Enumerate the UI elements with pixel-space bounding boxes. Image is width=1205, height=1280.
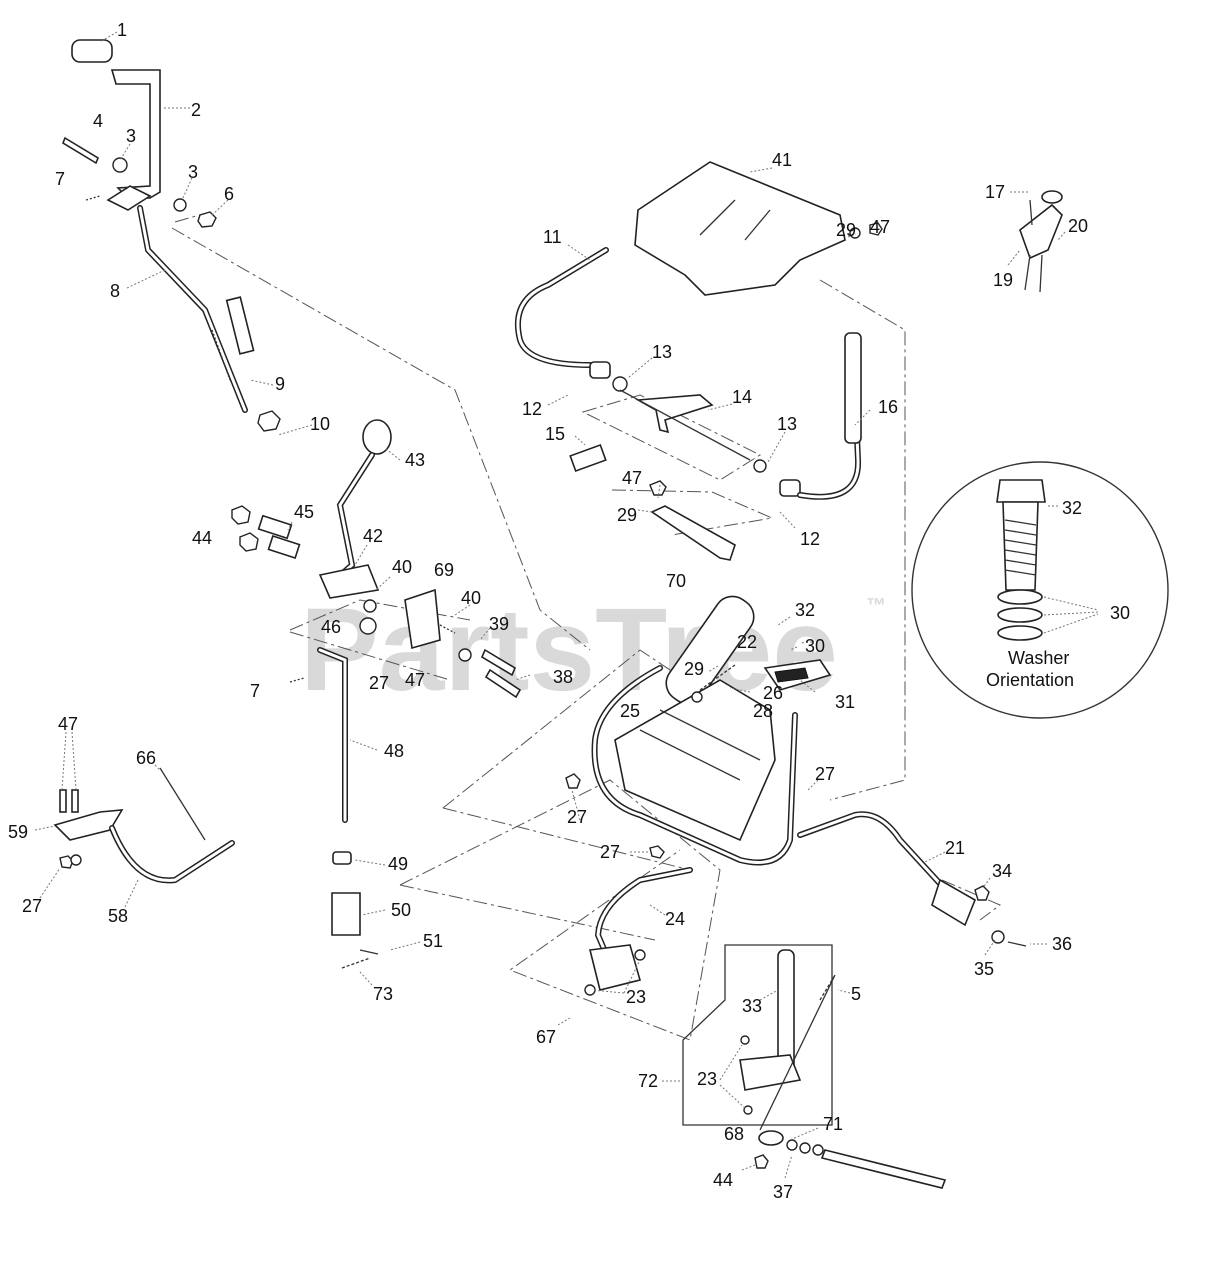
callout-38: 38 xyxy=(553,667,573,687)
callout-27: 27 xyxy=(600,842,620,862)
callout-12: 12 xyxy=(800,529,820,549)
callout-15: 15 xyxy=(545,424,565,444)
callout-26: 26 xyxy=(763,683,783,703)
callout-17: 17 xyxy=(985,182,1005,202)
callout-29: 29 xyxy=(836,220,856,240)
callout-72: 72 xyxy=(638,1071,658,1091)
callout-3: 3 xyxy=(188,162,198,182)
callout-9: 9 xyxy=(275,374,285,394)
brake-pedal-assembly xyxy=(62,39,281,432)
callout-44: 44 xyxy=(713,1170,733,1190)
callout-36: 36 xyxy=(1052,934,1072,954)
callout-7: 7 xyxy=(55,169,65,189)
callout-23: 23 xyxy=(697,1069,717,1089)
callout-30: 30 xyxy=(1110,603,1130,623)
watermark-text: PartsTree xyxy=(300,584,838,716)
callout-labels: 1 2 3 3 4 6 7 8 9 10 11 12 12 13 13 14 1… xyxy=(8,20,1130,1202)
pedal-pad xyxy=(71,39,113,63)
callout-34: 34 xyxy=(992,861,1012,881)
callout-32: 32 xyxy=(795,600,815,620)
callout-47: 47 xyxy=(622,468,642,488)
callout-12: 12 xyxy=(522,399,542,419)
callout-27: 27 xyxy=(369,673,389,693)
callout-59: 59 xyxy=(8,822,28,842)
cover-plate xyxy=(634,161,883,296)
callout-46: 46 xyxy=(321,617,341,637)
callout-31: 31 xyxy=(835,692,855,712)
pedal-24 xyxy=(584,867,693,996)
callout-29: 29 xyxy=(617,505,637,525)
callout-5: 5 xyxy=(851,984,861,1004)
shift-lever-assembly xyxy=(231,419,522,969)
callout-11: 11 xyxy=(543,227,562,247)
callout-16: 16 xyxy=(878,397,898,417)
watermark-trademark: ™ xyxy=(866,595,886,617)
callout-71: 71 xyxy=(823,1114,843,1134)
inset-box-72 xyxy=(682,944,836,1131)
callout-51: 51 xyxy=(423,931,443,951)
callout-39: 39 xyxy=(489,614,509,634)
callout-24: 24 xyxy=(665,909,685,929)
callout-29: 29 xyxy=(684,659,704,679)
callout-41: 41 xyxy=(772,150,792,170)
callout-23: 23 xyxy=(626,987,646,1007)
callout-48: 48 xyxy=(384,741,404,761)
callout-14: 14 xyxy=(732,387,752,407)
inset-caption-line2: Orientation xyxy=(986,670,1074,690)
callout-21: 21 xyxy=(945,838,965,858)
callout-8: 8 xyxy=(110,281,120,301)
callout-47: 47 xyxy=(58,714,78,734)
inset-caption-line1: Washer xyxy=(1008,648,1069,668)
callout-66: 66 xyxy=(136,748,156,768)
callout-30: 30 xyxy=(805,636,825,656)
assembly-lines xyxy=(171,211,1001,1041)
callout-28: 28 xyxy=(753,701,773,721)
callout-67: 67 xyxy=(536,1027,556,1047)
callout-27: 27 xyxy=(22,896,42,916)
callout-32: 32 xyxy=(1062,498,1082,518)
callout-58: 58 xyxy=(108,906,128,926)
callout-43: 43 xyxy=(405,450,425,470)
callout-40: 40 xyxy=(461,588,481,608)
callout-50: 50 xyxy=(391,900,411,920)
washer-orientation-inset: Washer Orientation xyxy=(911,461,1169,719)
callout-68: 68 xyxy=(724,1124,744,1144)
callout-42: 42 xyxy=(363,526,383,546)
leader-lines xyxy=(34,31,1066,1179)
callout-6: 6 xyxy=(224,184,234,204)
callout-7: 7 xyxy=(250,681,260,701)
callout-25: 25 xyxy=(620,701,640,721)
callout-44: 44 xyxy=(192,528,212,548)
callout-3: 3 xyxy=(126,126,136,146)
callout-1: 1 xyxy=(117,20,127,40)
callout-69: 69 xyxy=(434,560,454,580)
callout-10: 10 xyxy=(310,414,330,434)
callout-73: 73 xyxy=(373,984,393,1004)
callout-40: 40 xyxy=(392,557,412,577)
callout-27: 27 xyxy=(567,807,587,827)
callout-33: 33 xyxy=(742,996,762,1016)
callout-27: 27 xyxy=(815,764,835,784)
callout-37: 37 xyxy=(773,1182,793,1202)
callout-70: 70 xyxy=(666,571,686,591)
main-frame xyxy=(565,595,1027,947)
switch-assembly xyxy=(1019,190,1063,293)
callout-47: 47 xyxy=(870,217,890,237)
callout-13: 13 xyxy=(777,414,797,434)
callout-13: 13 xyxy=(652,342,672,362)
callout-45: 45 xyxy=(294,502,314,522)
callout-2: 2 xyxy=(191,100,201,120)
callout-22: 22 xyxy=(737,632,757,652)
callout-20: 20 xyxy=(1068,216,1088,236)
pedal-58-assembly xyxy=(53,767,235,884)
callout-19: 19 xyxy=(993,270,1013,290)
callout-35: 35 xyxy=(974,959,994,979)
cable-assembly xyxy=(514,247,862,561)
callout-47: 47 xyxy=(405,670,425,690)
callout-49: 49 xyxy=(388,854,408,874)
rod-71-assembly xyxy=(754,1130,947,1189)
callout-4: 4 xyxy=(93,111,103,131)
